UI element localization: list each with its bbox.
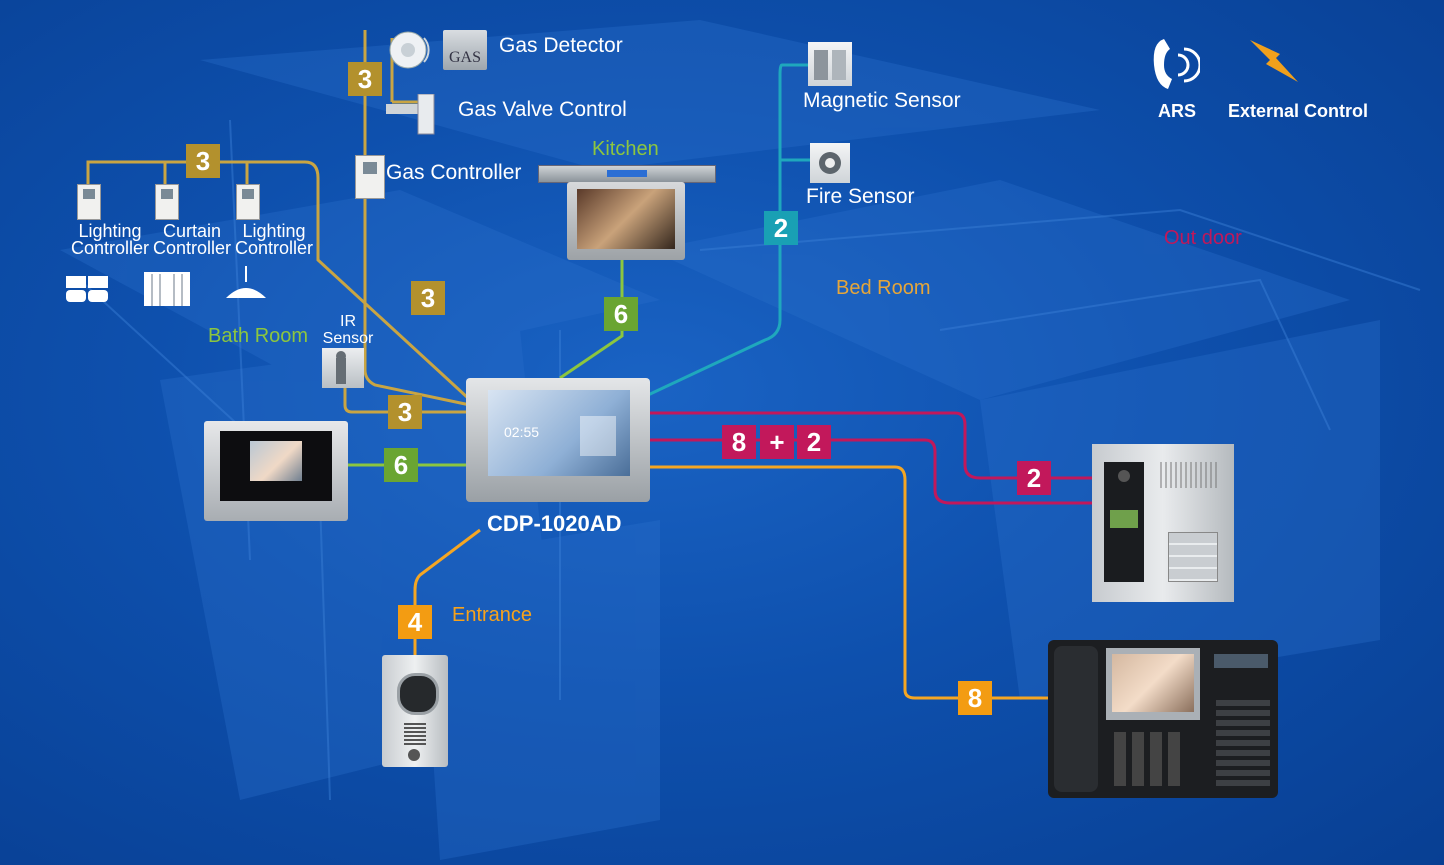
ir-sensor-label: IR Sensor	[322, 313, 374, 347]
lighting-cable-badge: 3	[186, 144, 220, 178]
curtain-controller-label: Curtain Controller	[152, 221, 232, 258]
bed-room-label: Bed Room	[836, 277, 931, 299]
pendant-lamp-icon	[222, 266, 270, 302]
screen-clock: 02:55	[504, 424, 540, 440]
downlight-icon	[64, 274, 110, 304]
bath-monitor-cable-badge: 6	[384, 448, 418, 482]
teal-wires	[647, 63, 826, 397]
entrance-label: Entrance	[452, 604, 533, 626]
gas-valve-control-label: Gas Valve Control	[458, 98, 627, 121]
kitchen-range-hood	[538, 165, 716, 183]
gas-cable-badge: 3	[348, 62, 382, 96]
curtain-icon	[144, 272, 190, 306]
gas-line-badge: 3	[411, 281, 445, 315]
ars-label: ARS	[1158, 101, 1197, 121]
kitchen-monitor	[567, 182, 685, 260]
entrance-door-camera	[382, 655, 448, 767]
gas-detector-icon	[388, 28, 434, 74]
gas-detector-label: Gas Detector	[499, 34, 623, 57]
magnetic-sensor-icon	[808, 42, 852, 86]
lighting-controller-1-icon	[77, 184, 101, 220]
model-label: CDP-1020AD	[487, 511, 622, 536]
outdoor-cable-badge-plus: +	[760, 425, 794, 459]
ir-sensor-badge: 3	[388, 395, 422, 429]
guard-phone	[1048, 640, 1278, 798]
out-door-label: Out door	[1164, 227, 1242, 249]
fire-sensor-icon	[810, 143, 850, 183]
main-monitor-screen: 02:55	[488, 390, 630, 476]
outdoor-cable-badge-b: 2	[797, 425, 831, 459]
lightning-icon	[1246, 36, 1302, 86]
lighting-controller-1-label: Lighting Controller	[70, 221, 150, 258]
gas-sign-icon: GAS	[443, 30, 487, 70]
gas-valve-icon	[386, 93, 446, 138]
gas-controller-label: Gas Controller	[386, 161, 522, 184]
ars-phone-icon	[1150, 35, 1202, 93]
gas-sign-text: GAS	[449, 49, 482, 66]
magenta-wires	[650, 411, 1092, 505]
outdoor-panel-cable-badge: 2	[1017, 461, 1051, 495]
orange-wires	[413, 465, 1048, 700]
outdoor-cable-badge-a: 8	[722, 425, 756, 459]
gas-controller-icon	[355, 155, 385, 199]
lighting-controller-2-label: Lighting Controller	[234, 221, 314, 258]
main-monitor: 02:55	[466, 378, 650, 502]
entrance-cable-badge: 4	[398, 605, 432, 639]
curtain-controller-icon	[155, 184, 179, 220]
fire-sensor-label: Fire Sensor	[806, 185, 915, 208]
ir-sensor-icon	[322, 348, 364, 388]
external-control-label: External Control	[1228, 101, 1369, 121]
bathroom-monitor	[204, 421, 348, 521]
kitchen-label: Kitchen	[592, 138, 659, 160]
kitchen-cable-badge: 6	[604, 297, 638, 331]
magnetic-sensor-label: Magnetic Sensor	[803, 89, 961, 112]
sensors-cable-badge: 2	[764, 211, 798, 245]
lobby-door-panel	[1092, 444, 1234, 602]
lighting-controller-2-icon	[236, 184, 260, 220]
bath-room-label: Bath Room	[208, 325, 309, 347]
guard-phone-cable-badge: 8	[958, 681, 992, 715]
